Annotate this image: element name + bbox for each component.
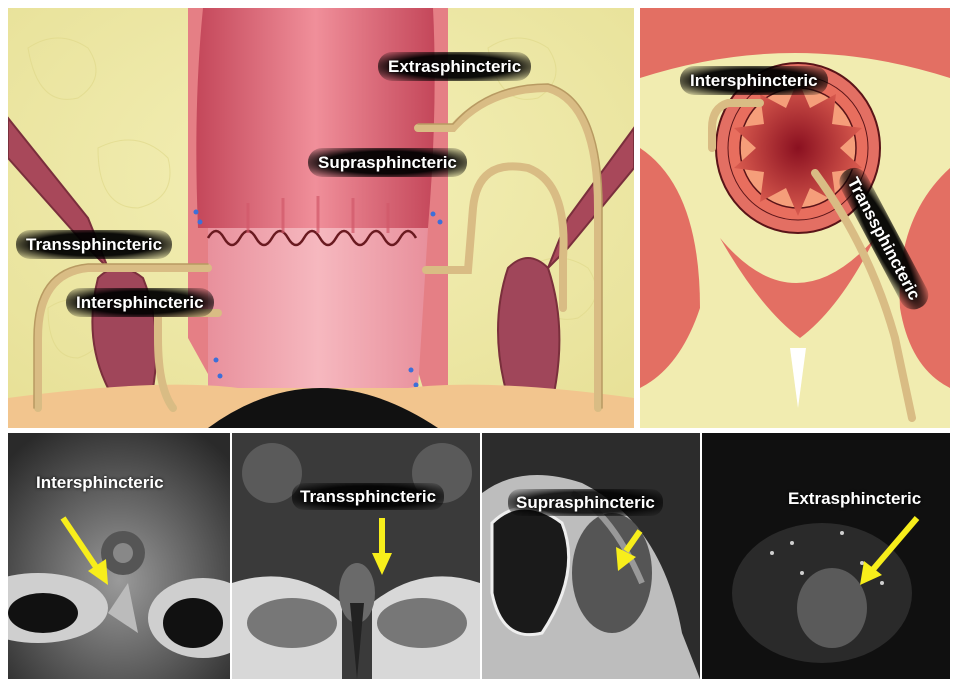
mri-label-transsphincteric: Transsphincteric [292, 483, 444, 510]
mri-label-suprasphincteric: Suprasphincteric [508, 489, 663, 516]
mri-panel-transsphincteric: Transsphincteric [232, 433, 480, 679]
coronal-illustration [8, 8, 634, 428]
mri-panel-intersphincteric: Intersphincteric [8, 433, 230, 679]
mri-panel-extrasphincteric: Extrasphincteric [702, 433, 950, 679]
mri-panel-suprasphincteric: Suprasphincteric [482, 433, 700, 679]
mri-label-extrasphincteric: Extrasphincteric [780, 485, 929, 512]
coronal-diagram: Extrasphincteric Suprasphincteric Transs… [8, 8, 634, 428]
mri-label-intersphincteric: Intersphincteric [28, 469, 172, 496]
axial-diagram: Intersphincteric Transsphincteric [640, 8, 950, 428]
coronal-label-intersphincteric: Intersphincteric [66, 288, 214, 317]
axial-label-intersphincteric: Intersphincteric [680, 66, 828, 95]
coronal-label-transsphincteric: Transsphincteric [16, 230, 172, 259]
coronal-label-extrasphincteric: Extrasphincteric [378, 52, 531, 81]
coronal-label-suprasphincteric: Suprasphincteric [308, 148, 467, 177]
